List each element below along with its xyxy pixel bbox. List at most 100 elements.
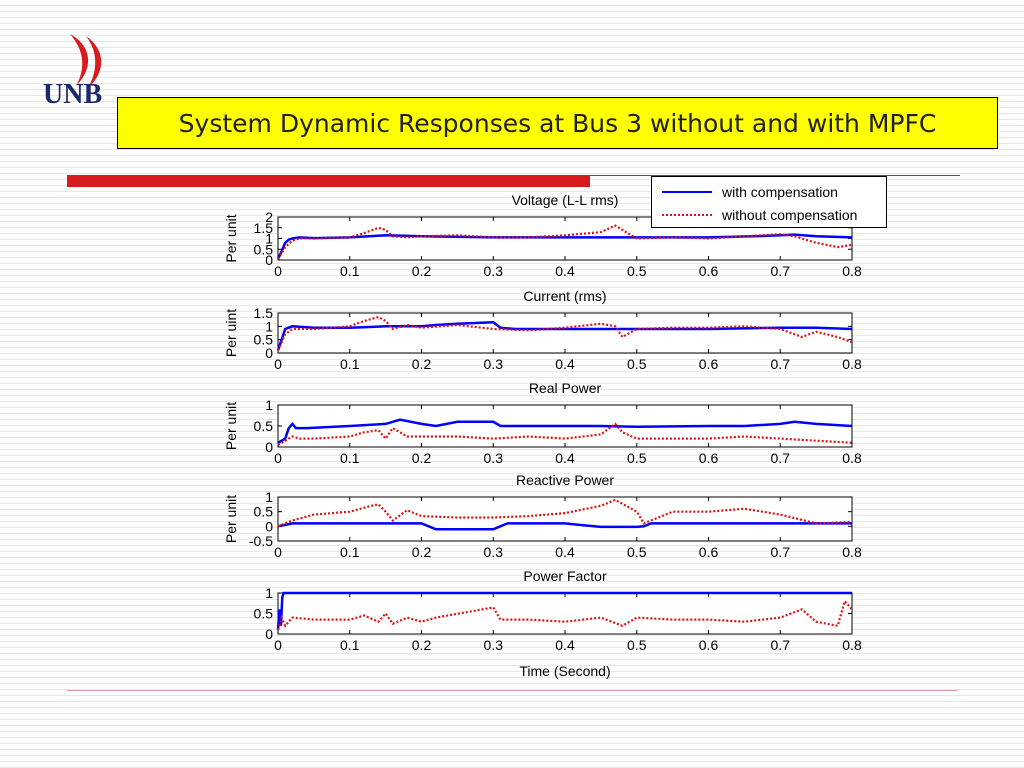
x-tick-label-4-7: 0.7 [771,637,791,653]
plot-area-1 [277,312,853,354]
x-tick-label-3-0: 0 [274,544,282,560]
y-axis-label-1: Per uint [223,309,239,357]
x-tick-label-3-7: 0.7 [771,544,791,560]
y-axis-label-2: Per unit [223,402,239,450]
legend-item-with: with compensation [662,182,838,202]
title-underline-bar [67,175,590,187]
x-tick-label-3-2: 0.2 [412,544,432,560]
x-tick-label-0-1: 0.1 [340,263,360,279]
series-line-0-1 [277,224,853,260]
x-tick-label-0-6: 0.6 [699,263,719,279]
x-tick-label-0-3: 0.3 [484,263,504,279]
x-axis-label-4: Time (Second) [519,663,610,679]
logo-text: UNB [43,79,102,108]
x-tick-label-4-3: 0.3 [484,637,504,653]
x-tick-label-1-5: 0.5 [627,356,647,372]
x-tick-label-4-1: 0.1 [340,637,360,653]
slide-title: System Dynamic Responses at Bus 3 withou… [178,108,937,138]
y-tick-label-1-1: 0.5 [254,332,274,348]
y-tick-label-3-3: 1 [265,489,273,505]
x-tick-label-2-8: 0.8 [842,450,862,466]
legend-swatch-with [662,191,712,193]
legend-label-without: without compensation [722,207,858,223]
y-tick-label-0-0: 0 [265,252,273,268]
logo-swoosh-1 [70,34,89,86]
x-tick-label-1-6: 0.6 [699,356,719,372]
x-tick-label-1-2: 0.2 [412,356,432,372]
y-tick-label-4-0: 0 [265,626,273,642]
x-tick-label-3-1: 0.1 [340,544,360,560]
chart-legend: with compensation without compensation [651,176,887,228]
y-tick-label-0-1: 0.5 [254,241,274,257]
y-tick-label-4-2: 1 [265,585,273,601]
x-tick-label-2-5: 0.5 [627,450,647,466]
chart-title-0: Voltage (L-L rms) [512,192,619,208]
series-line-1-1 [276,315,853,351]
y-tick-label-0-4: 2 [265,209,273,225]
logo-swoosh-2 [86,36,102,88]
x-tick-label-0-8: 0.8 [842,263,862,279]
unb-logo: UNB [43,34,102,108]
title-underline-thin [590,175,960,176]
x-tick-label-4-4: 0.4 [555,637,575,653]
y-axis-label-0: Per unit [223,214,239,262]
series-line-4-1 [276,598,853,631]
series-line-2-1 [277,422,853,446]
y-tick-label-3-1: 0 [265,518,273,534]
x-tick-label-1-3: 0.3 [484,356,504,372]
x-tick-label-4-8: 0.8 [842,637,862,653]
x-tick-label-3-8: 0.8 [842,544,862,560]
x-tick-label-0-2: 0.2 [412,263,432,279]
x-tick-label-2-1: 0.1 [340,450,360,466]
y-tick-label-1-2: 1 [265,318,273,334]
slide-title-box: System Dynamic Responses at Bus 3 withou… [117,97,998,149]
y-tick-label-1-3: 1.5 [254,305,274,321]
x-tick-label-1-8: 0.8 [842,356,862,372]
x-tick-label-0-7: 0.7 [771,263,791,279]
legend-swatch-without [662,214,712,216]
chart-title-1: Current (rms) [523,288,606,304]
y-tick-label-2-0: 0 [265,439,273,455]
x-tick-label-0-0: 0 [274,263,282,279]
chart-title-2: Real Power [529,380,602,396]
x-tick-label-0-4: 0.4 [555,263,575,279]
x-tick-label-4-5: 0.5 [627,637,647,653]
y-tick-label-3-0: -0.5 [249,533,273,549]
y-tick-label-3-2: 0.5 [254,504,274,520]
x-tick-label-1-4: 0.4 [555,356,575,372]
plot-area-3 [277,496,853,542]
x-tick-label-2-6: 0.6 [699,450,719,466]
chart-title-4: Power Factor [523,568,607,584]
x-tick-label-1-1: 0.1 [340,356,360,372]
x-tick-label-4-0: 0 [274,637,282,653]
series-line-3-1 [277,498,853,528]
plot-area-4 [277,592,853,635]
x-tick-label-2-4: 0.4 [555,450,575,466]
x-tick-label-4-2: 0.2 [412,637,432,653]
footer-divider [67,690,957,691]
series-line-2-0 [277,418,853,444]
x-tick-label-0-5: 0.5 [627,263,647,279]
y-tick-label-0-2: 1 [265,231,273,247]
legend-label-with: with compensation [722,184,838,200]
x-tick-label-1-7: 0.7 [771,356,791,372]
x-tick-label-2-0: 0 [274,450,282,466]
x-tick-label-3-6: 0.6 [699,544,719,560]
x-tick-label-2-2: 0.2 [412,450,432,466]
x-tick-label-2-7: 0.7 [771,450,791,466]
y-tick-label-1-0: 0 [265,345,273,361]
y-tick-label-2-1: 0.5 [254,418,274,434]
x-tick-label-3-5: 0.5 [627,544,647,560]
x-tick-label-1-0: 0 [274,356,282,372]
y-axis-label-3: Per unit [223,495,239,543]
series-line-1-0 [276,321,853,351]
y-tick-label-2-2: 1 [265,397,273,413]
y-tick-label-0-3: 1.5 [254,220,274,236]
y-tick-label-4-1: 0.5 [254,606,274,622]
chart-title-3: Reactive Power [516,472,614,488]
